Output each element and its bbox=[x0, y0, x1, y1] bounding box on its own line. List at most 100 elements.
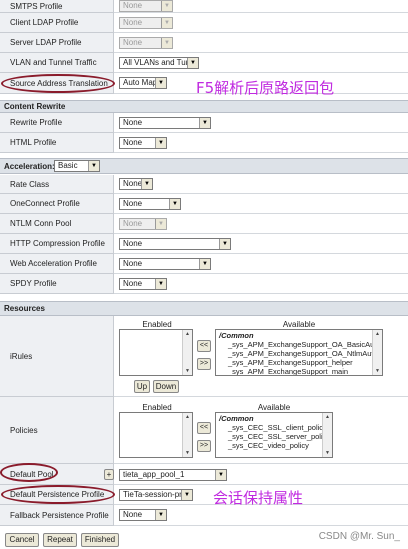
scroll-up-icon[interactable]: ▲ bbox=[185, 414, 190, 420]
chevron-down-icon: ▼ bbox=[155, 78, 166, 88]
irules-enabled-list[interactable]: ▲▼ bbox=[119, 329, 193, 376]
ntlm-conn-pool-row: NTLM Conn Pool None▼ bbox=[0, 214, 408, 234]
rewrite-profile-row: Rewrite Profile None▼ bbox=[0, 113, 408, 133]
list-item[interactable]: _sys_APM_ExchangeSupport_main bbox=[228, 367, 349, 376]
resources-header: Resources bbox=[0, 301, 408, 316]
policies-available-header: Available bbox=[257, 403, 291, 412]
policies-add-button[interactable]: << bbox=[197, 422, 211, 434]
http-compression-profile-select[interactable]: None▼ bbox=[119, 238, 231, 250]
chevron-down-icon: ▼ bbox=[169, 199, 180, 209]
chevron-down-icon: ▼ bbox=[88, 161, 99, 171]
smtps-profile-select: None▼ bbox=[119, 0, 173, 12]
irules-add-button[interactable]: << bbox=[197, 340, 211, 352]
irules-label: iRules bbox=[0, 316, 114, 397]
list-item[interactable]: /Common bbox=[219, 414, 254, 423]
vlan-tunnel-traffic-label: VLAN and Tunnel Traffic bbox=[0, 53, 114, 73]
fallback-persistence-select[interactable]: None▼ bbox=[119, 509, 167, 521]
irules-available-list[interactable]: /Common _sys_APM_ExchangeSupport_OA_Basi… bbox=[215, 329, 383, 376]
rate-class-select[interactable]: None▼ bbox=[119, 178, 153, 190]
oneconnect-profile-row: OneConnect Profile None▼ bbox=[0, 194, 408, 214]
spdy-profile-select[interactable]: None▼ bbox=[119, 278, 167, 290]
chevron-down-icon: ▼ bbox=[155, 279, 166, 289]
scrollbar[interactable]: ▲▼ bbox=[372, 330, 382, 375]
irules-up-button[interactable]: Up bbox=[134, 380, 150, 393]
scroll-up-icon[interactable]: ▲ bbox=[375, 331, 380, 337]
cancel-button[interactable]: Cancel bbox=[5, 533, 39, 547]
irules-down-button[interactable]: Down bbox=[153, 380, 179, 393]
rewrite-profile-select[interactable]: None▼ bbox=[119, 117, 211, 129]
vlan-tunnel-traffic-row: VLAN and Tunnel Traffic All VLANs and Tu… bbox=[0, 53, 408, 73]
scroll-down-icon[interactable]: ▼ bbox=[185, 368, 190, 374]
chevron-down-icon: ▼ bbox=[161, 1, 172, 11]
policies-enabled-header: Enabled bbox=[142, 403, 172, 412]
policies-available-list[interactable]: /Common _sys_CEC_SSL_client_policy _sys_… bbox=[215, 412, 333, 458]
default-pool-select[interactable]: tieta_app_pool_1▼ bbox=[119, 469, 227, 481]
scroll-up-icon[interactable]: ▲ bbox=[325, 414, 330, 420]
add-pool-button[interactable]: + bbox=[104, 469, 114, 480]
scrollbar[interactable]: ▲▼ bbox=[322, 413, 332, 457]
content-rewrite-header: Content Rewrite bbox=[0, 100, 408, 113]
policies-enabled-list[interactable]: ▲▼ bbox=[119, 412, 193, 458]
html-profile-row: HTML Profile None▼ bbox=[0, 133, 408, 153]
acceleration-title: Acceleration: bbox=[4, 161, 55, 171]
list-item[interactable]: _sys_CEC_SSL_server_policy bbox=[228, 432, 331, 441]
scrollbar[interactable]: ▲▼ bbox=[182, 330, 192, 375]
finished-button[interactable]: Finished bbox=[81, 533, 119, 547]
oneconnect-profile-select[interactable]: None▼ bbox=[119, 198, 181, 210]
list-item[interactable]: _sys_CEC_video_policy bbox=[228, 441, 309, 450]
highlight-oval-default-pool bbox=[0, 463, 58, 482]
chevron-down-icon: ▼ bbox=[155, 219, 166, 229]
watermark: CSDN @Mr. Sun_ bbox=[318, 531, 400, 542]
client-ldap-profile-label: Client LDAP Profile bbox=[0, 13, 114, 33]
repeat-button[interactable]: Repeat bbox=[43, 533, 77, 547]
acceleration-mode-select[interactable]: Basic▼ bbox=[54, 160, 100, 172]
chevron-down-icon: ▼ bbox=[219, 239, 230, 249]
html-profile-select[interactable]: None▼ bbox=[119, 137, 167, 149]
rate-class-label: Rate Class bbox=[0, 175, 114, 194]
chevron-down-icon: ▼ bbox=[187, 58, 198, 68]
chevron-down-icon: ▼ bbox=[161, 38, 172, 48]
ntlm-conn-pool-label: NTLM Conn Pool bbox=[0, 214, 114, 234]
http-compression-profile-row: HTTP Compression Profile None▼ bbox=[0, 234, 408, 254]
list-item[interactable]: /Common bbox=[219, 331, 254, 340]
list-item[interactable]: _sys_APM_ExchangeSupport_helper bbox=[228, 358, 353, 367]
web-acceleration-profile-label: Web Acceleration Profile bbox=[0, 254, 114, 274]
chevron-down-icon: ▼ bbox=[155, 510, 166, 520]
spdy-profile-label: SPDY Profile bbox=[0, 274, 114, 294]
list-item[interactable]: _sys_CEC_SSL_client_policy bbox=[228, 423, 327, 432]
scrollbar[interactable]: ▲▼ bbox=[182, 413, 192, 457]
irules-available-header: Available bbox=[282, 320, 316, 329]
smtps-profile-label: SMTPS Profile bbox=[0, 0, 114, 13]
acceleration-header: Acceleration: Basic▼ bbox=[0, 158, 408, 174]
spdy-profile-row: SPDY Profile None▼ bbox=[0, 274, 408, 294]
scroll-down-icon[interactable]: ▼ bbox=[185, 450, 190, 456]
irules-row: iRules Enabled Available ▲▼ << >> /Commo… bbox=[0, 316, 408, 397]
chevron-down-icon: ▼ bbox=[161, 18, 172, 28]
list-item[interactable]: _sys_APM_ExchangeSupport_OA_BasicAuth bbox=[228, 340, 381, 349]
vlan-tunnel-traffic-select[interactable]: All VLANs and Tunnels▼ bbox=[119, 57, 199, 69]
client-ldap-profile-select: None▼ bbox=[119, 17, 173, 29]
default-persistence-select[interactable]: TieTa-session-pr▼ bbox=[119, 489, 193, 501]
list-item[interactable]: _sys_APM_ExchangeSupport_OA_NtlmAuth bbox=[228, 349, 378, 358]
source-address-translation-select[interactable]: Auto Map▼ bbox=[119, 77, 167, 89]
annotation-session-persistence: 会话保持属性 bbox=[213, 489, 304, 507]
oneconnect-profile-label: OneConnect Profile bbox=[0, 194, 114, 214]
policies-remove-button[interactable]: >> bbox=[197, 440, 211, 452]
policies-row: Policies Enabled Available ▲▼ << >> /Com… bbox=[0, 397, 408, 464]
web-acceleration-profile-row: Web Acceleration Profile None▼ bbox=[0, 254, 408, 274]
irules-enabled-header: Enabled bbox=[142, 320, 172, 329]
server-ldap-profile-row: Server LDAP Profile None▼ bbox=[0, 33, 408, 53]
rate-class-row: Rate Class None▼ bbox=[0, 175, 408, 194]
chevron-down-icon: ▼ bbox=[199, 259, 210, 269]
smtps-profile-row: SMTPS Profile None▼ bbox=[0, 0, 408, 13]
chevron-down-icon: ▼ bbox=[215, 470, 226, 480]
policies-label: Policies bbox=[0, 397, 114, 464]
scroll-down-icon[interactable]: ▼ bbox=[325, 450, 330, 456]
web-acceleration-profile-select[interactable]: None▼ bbox=[119, 258, 211, 270]
scroll-down-icon[interactable]: ▼ bbox=[375, 368, 380, 374]
chevron-down-icon: ▼ bbox=[199, 118, 210, 128]
rewrite-profile-label: Rewrite Profile bbox=[0, 113, 114, 133]
irules-remove-button[interactable]: >> bbox=[197, 358, 211, 370]
server-ldap-profile-select: None▼ bbox=[119, 37, 173, 49]
scroll-up-icon[interactable]: ▲ bbox=[185, 331, 190, 337]
